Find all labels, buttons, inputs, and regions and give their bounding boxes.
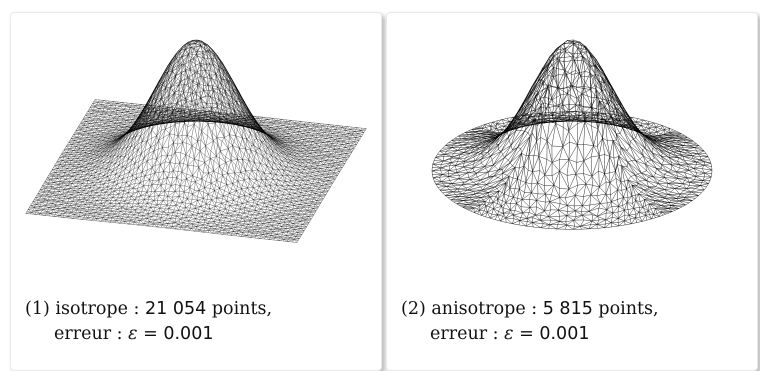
caption-anisotrope: (2) anisotrope : 5 815 points, erreur : … xyxy=(401,297,751,347)
caption-line-1: (1) isotrope : 21 054 points, xyxy=(25,297,375,322)
caption-error-label: erreur : xyxy=(54,324,123,344)
anisotropic-mesh-surface xyxy=(431,39,713,230)
mesh-edges xyxy=(25,39,367,243)
caption-epsilon: ε xyxy=(128,324,138,344)
caption-line-1: (2) anisotrope : 5 815 points, xyxy=(401,297,751,322)
caption-label: (2) xyxy=(401,299,426,319)
caption-isotrope: (1) isotrope : 21 054 points, erreur : ε… xyxy=(25,297,375,347)
caption-epsilon: ε xyxy=(504,324,514,344)
panel-isotrope: (1) isotrope : 21 054 points, erreur : ε… xyxy=(10,12,382,371)
caption-points-count: 21 054 xyxy=(145,299,207,319)
caption-points-word: points, xyxy=(211,299,273,319)
caption-line-2: erreur : ε = 0.001 xyxy=(401,322,751,347)
caption-error-value: 0.001 xyxy=(539,324,590,344)
isotropic-mesh-surface xyxy=(25,39,367,243)
caption-error-label: erreur : xyxy=(430,324,499,344)
caption-equals: = xyxy=(519,324,534,344)
caption-error-value: 0.001 xyxy=(163,324,214,344)
mesh-edges xyxy=(431,39,713,230)
caption-points-word: points, xyxy=(598,299,659,319)
caption-equals: = xyxy=(143,324,158,344)
caption-method: isotrope : xyxy=(55,299,140,319)
panel-anisotrope: (2) anisotrope : 5 815 points, erreur : … xyxy=(386,12,758,371)
caption-method: anisotrope : xyxy=(431,299,538,319)
caption-points-count: 5 815 xyxy=(542,299,593,319)
caption-line-2: erreur : ε = 0.001 xyxy=(25,322,375,347)
caption-label: (1) xyxy=(25,299,50,319)
